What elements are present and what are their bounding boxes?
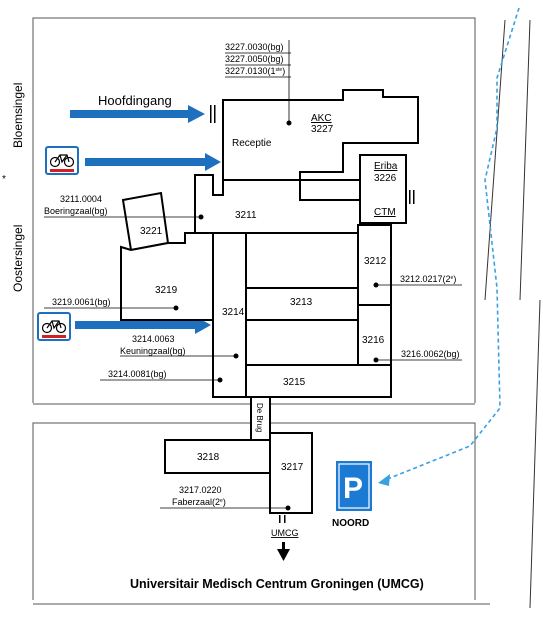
bridge-label: De Brug [255, 403, 264, 432]
door-mark [409, 190, 411, 204]
bike-arrow-top [85, 153, 221, 171]
bicycle-icon [37, 312, 71, 341]
room-3215 [245, 364, 392, 398]
room-connector [299, 179, 361, 201]
room-3212-label: 3212 [364, 256, 387, 267]
marker-3211 [198, 214, 204, 220]
exit-label: UMCG [271, 528, 299, 538]
door-mark [214, 105, 216, 123]
street-marker: * [2, 174, 6, 185]
callout-3211-code: 3211.0004 [60, 194, 102, 204]
room-3221-label: 3221 [140, 226, 163, 237]
door-mark [279, 515, 281, 523]
callout-3219: 3219.0061(bg) [52, 297, 111, 307]
room-3212 [357, 224, 392, 306]
marker-3214 [233, 353, 239, 359]
marker-3214b [217, 377, 223, 383]
room-reception: Receptie [232, 138, 272, 149]
callout-3212: 3212.0217(2e) [400, 274, 456, 284]
route-arrowhead [378, 474, 390, 486]
street-oostersingel: Oostersingel [11, 225, 25, 292]
bicycle-icon [45, 146, 79, 175]
room-3217 [269, 432, 313, 514]
parking-icon: P [336, 461, 372, 511]
route-to-parking [384, 7, 520, 481]
marker-3217 [285, 505, 291, 511]
callout-akc-1: 3227.0030(bg) [225, 42, 284, 52]
site-boundary-top [32, 17, 476, 403]
room-3216-label: 3216 [362, 335, 385, 346]
room-3214 [212, 232, 247, 398]
footer-title: Universitair Medisch Centrum Groningen (… [130, 577, 424, 591]
marker-akc [286, 120, 292, 126]
door-mark [413, 190, 415, 204]
callout-3217-code: 3217.0220 [179, 485, 222, 495]
room-3215-label: 3215 [283, 377, 306, 388]
marker-3216 [373, 357, 379, 363]
callout-3216: 3216.0062(bg) [401, 349, 460, 359]
room-3218-label: 3218 [197, 452, 220, 463]
marker-3212 [373, 282, 379, 288]
room-3213-label: 3213 [290, 297, 313, 308]
callout-3214-code: 3214.0063 [132, 334, 175, 344]
svg-text:P: P [343, 472, 363, 505]
room-eriba-number: 3226 [374, 173, 397, 184]
road-edge-right [519, 19, 531, 301]
room-3219 [120, 232, 214, 321]
room-eriba-name: Eriba [374, 161, 398, 172]
room-3214-label: 3214 [222, 307, 245, 318]
bike-arrow-bottom [75, 316, 211, 334]
main-entrance-arrow [70, 105, 205, 123]
callout-3217-name: Faberzaal(2e) [172, 497, 226, 507]
callout-3214-name: Keuningzaal(bg) [120, 346, 186, 356]
callout-akc-3: 3227.0130(1ste) [225, 66, 285, 76]
door-mark [210, 105, 212, 123]
room-3218 [164, 439, 271, 474]
main-entrance-label: Hoofdingang [98, 93, 172, 108]
room-eriba-3226 [359, 154, 407, 224]
room-3211-label: 3211 [235, 210, 257, 221]
callout-3211-name: Boeringzaal(bg) [44, 206, 108, 216]
road-edge-left [484, 19, 506, 301]
parking-label: NOORD [332, 518, 369, 529]
room-3219-label: 3219 [155, 285, 178, 296]
callout-3214b: 3214.0081(bg) [108, 369, 167, 379]
room-3216 [357, 304, 392, 366]
room-3217-label: 3217 [281, 462, 304, 473]
callout-akc-2: 3227.0050(bg) [225, 54, 284, 64]
marker-3219 [173, 305, 179, 311]
road-edge-lower [529, 299, 541, 609]
room-3221 [121, 191, 170, 252]
door-mark [284, 515, 286, 523]
room-ctm: CTM [374, 207, 396, 218]
room-akc-number: 3227 [311, 124, 334, 135]
room-akc-name: AKC [311, 113, 332, 124]
arrow-down-icon [277, 542, 290, 561]
street-bloemsingel: Bloemsingel [11, 83, 25, 148]
